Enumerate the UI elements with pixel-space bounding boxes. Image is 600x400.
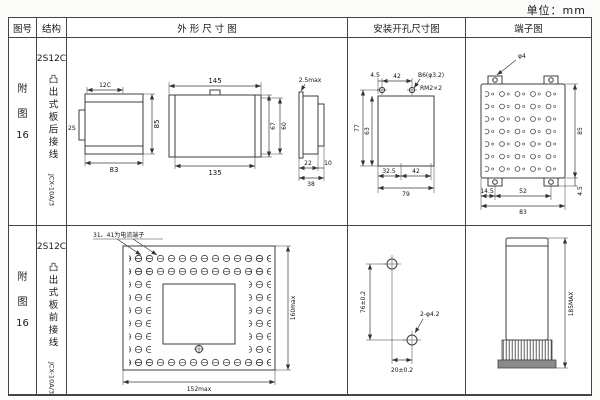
dim-4-5b: 4.5: [577, 186, 584, 196]
header-outline: 外 形 尺 寸 图: [67, 18, 348, 38]
row1-structure: 2S12C 凸出式板后接线 JCX-10A/3: [37, 38, 67, 226]
dim-42b: 42: [412, 168, 420, 175]
dim-83: 83: [110, 166, 119, 174]
header-fig-no: 图号: [9, 18, 37, 38]
front-view: 145 135 67 60: [168, 77, 288, 177]
row1-install-cell: 4.5 42 B6(φ3.2) RM2×2 77 63 32.5 42 79: [348, 38, 466, 226]
row2-outline-cell: 31、41为电流端子 160max 152max: [67, 226, 348, 395]
top-terminal-band: [129, 250, 269, 276]
row2-terminal-drawing: 185MAX: [497, 237, 575, 369]
row2-install-drawing: 2-φ4.2 76±0.2 20±0.2: [360, 255, 440, 374]
dim-14-5: 14.5: [480, 188, 494, 195]
dim-79: 79: [402, 191, 410, 198]
dim-32-5: 32.5: [382, 168, 396, 175]
dim-20: 20±0.2: [391, 367, 413, 374]
fig-char: 附: [17, 272, 28, 283]
screw-spec-label: RM2×2: [420, 85, 442, 92]
dim-67: 67: [270, 122, 277, 130]
hole-spec-label: 2-φ4.2: [420, 311, 440, 318]
row1-install-drawing: 4.5 42 B6(φ3.2) RM2×2 77 63 32.5 42 79: [354, 72, 444, 198]
dim-145: 145: [208, 77, 221, 85]
fig-char: 附: [17, 84, 28, 95]
fig-number: 16: [16, 130, 29, 141]
dim-52: 52: [519, 188, 527, 195]
dim-12c-label: 12C: [99, 82, 111, 89]
row2-install-cell: 2-φ4.2 76±0.2 20±0.2: [348, 226, 466, 395]
model-code: JCX-10A/3: [47, 361, 56, 394]
dim-152max: 152max: [187, 386, 212, 393]
dim-38: 38: [307, 181, 315, 188]
hole-spec-label: B6(φ3.2): [418, 72, 444, 79]
header-install: 安装开孔尺寸图: [348, 18, 466, 38]
side-view: 2.5max 22 10 38: [298, 77, 332, 188]
dim-60: 60: [281, 122, 288, 130]
fig-char: 图: [17, 297, 28, 308]
terminal-pins: [501, 339, 553, 361]
right-terminal-band: [249, 250, 271, 367]
dim-83b: 83: [519, 209, 527, 216]
left-terminal-band: [129, 250, 151, 367]
spec-table: 图号 结构 外 形 尺 寸 图 安装开孔尺寸图 端子图 附 图 16 2S12C…: [8, 17, 592, 396]
dim-135: 135: [208, 169, 221, 177]
dim-22: 22: [304, 160, 312, 167]
dim-77: 77: [354, 124, 361, 132]
row2-terminal-cell: 185MAX: [466, 226, 591, 395]
row2-outline-drawing: 31、41为电流端子 160max 152max: [93, 231, 297, 393]
dim-76: 76±0.2: [360, 291, 367, 313]
dim-63: 63: [364, 127, 371, 135]
row2-structure: 2S12C 凸出式板前接线 JCX-10A/3: [37, 226, 67, 395]
row1-terminal-drawing: φ4 85 4.5 14.5 52 83: [480, 53, 584, 216]
label-2s: 2S: [68, 125, 76, 132]
relay-body: [162, 283, 236, 345]
model-code: JCX-10A/3: [47, 173, 56, 206]
model-label: 2S12C: [37, 242, 67, 252]
header-structure: 结构: [37, 18, 67, 38]
row2-fig-no: 附 图 16: [9, 226, 37, 395]
dim-160max: 160max: [290, 295, 297, 320]
row1-outline-drawing: 12C 2S 83 85 145: [68, 77, 332, 188]
bottom-terminal-band: [129, 354, 269, 367]
terminal-base: [497, 359, 557, 369]
terminal-grid: [485, 89, 561, 173]
structure-desc: 凸出式板前接线: [46, 262, 58, 350]
dim-42: 42: [393, 73, 401, 80]
structure-desc: 凸出式板后接线: [46, 74, 58, 162]
dim-10: 10: [324, 160, 332, 167]
dim-phi4: φ4: [518, 53, 526, 60]
row1-terminal-cell: φ4 85 4.5 14.5 52 83: [466, 38, 591, 226]
dim-85: 85: [153, 120, 161, 129]
header-terminal: 端子图: [466, 18, 591, 38]
unit-label: 单位：mm: [526, 4, 586, 17]
fig-char: 图: [17, 109, 28, 120]
top-view: 12C 2S 83 85: [68, 82, 161, 174]
dim-4-5: 4.5: [370, 72, 380, 79]
current-terminal-note: 31、41为电流端子: [93, 231, 144, 239]
row1-fig-no: 附 图 16: [9, 38, 37, 226]
row1-outline-cell: 12C 2S 83 85 145: [67, 38, 348, 226]
relay-cover: [505, 237, 549, 341]
dim-185max: 185MAX: [568, 292, 575, 317]
fig-number: 16: [16, 318, 29, 329]
dim-85b: 85: [577, 127, 584, 135]
model-label: 2S12C: [37, 54, 67, 64]
dim-2-5max: 2.5max: [299, 77, 322, 84]
